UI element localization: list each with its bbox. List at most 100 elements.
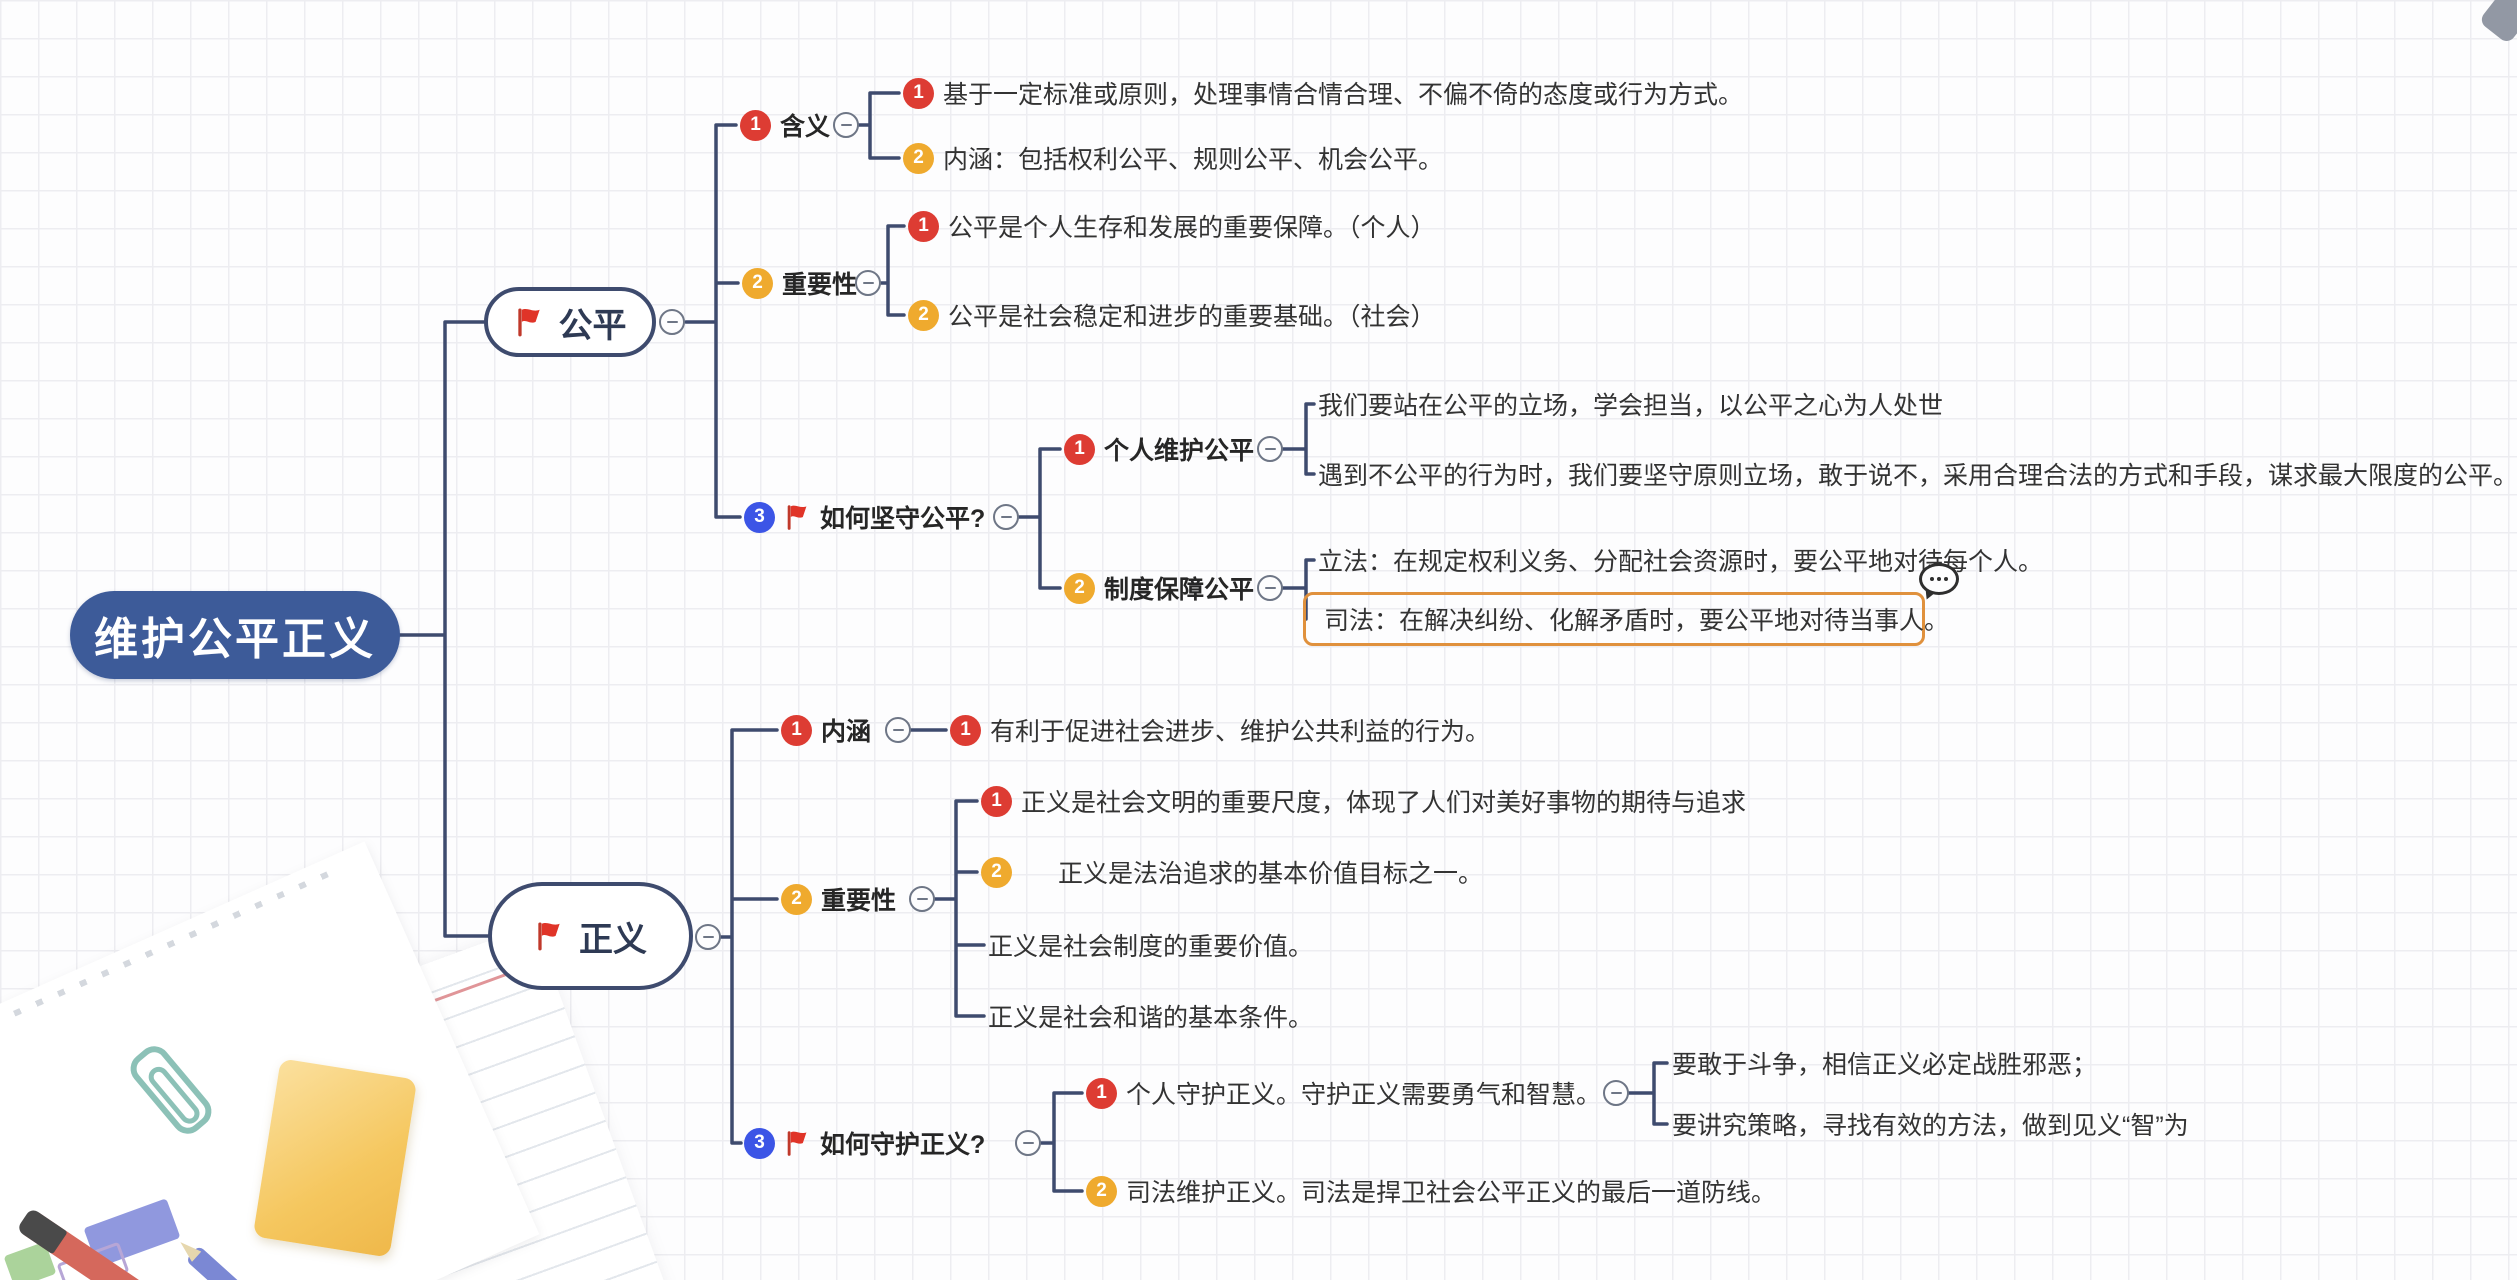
number-badge: 1 (1064, 433, 1095, 465)
node-fair-meaning[interactable]: 1 含义 (740, 107, 830, 143)
node-label: 如何守护正义? (820, 1131, 986, 1159)
selected-node-highlight (1303, 592, 1925, 646)
collapse-minus-icon[interactable] (833, 112, 859, 138)
number-badge: 2 (742, 267, 773, 299)
collapse-minus-icon[interactable] (659, 309, 685, 335)
node-personal-fairness-point2[interactable]: 遇到不公平的行为时，我们要坚守原则立场，敢于说不，采用合理合法的方式和手段，谋求… (1318, 456, 2517, 492)
node-text: 公平是社会稳定和进步的重要基础。（社会） (948, 303, 1436, 331)
node-text: 要讲究策略，寻找有效的方法，做到见义“智”为 (1672, 1112, 2189, 1140)
collapse-minus-icon[interactable] (855, 270, 881, 296)
number-badge: 1 (781, 714, 812, 746)
node-text: 公平是个人生存和发展的重要保障。（个人） (948, 214, 1436, 242)
number-badge: 1 (740, 109, 771, 141)
branch-label: 公平 (558, 306, 627, 345)
ellipsis-dots (1930, 577, 1948, 581)
collapse-minus-icon[interactable] (695, 924, 721, 950)
node-label: 重要性 (821, 887, 897, 915)
node-text: 正义是法治追求的基本价值目标之一。 (1058, 860, 1484, 888)
node-text: 内涵：包括权利公平、规则公平、机会公平。 (943, 146, 1444, 174)
branch-node-justice[interactable]: 正义 (488, 882, 693, 990)
number-badge: 2 (903, 142, 934, 174)
node-justice-importance-2[interactable]: 2 正义是法治追求的基本价值目标之一。 (981, 854, 1483, 890)
number-badge: 2 (981, 856, 1012, 888)
node-text: 正义是社会制度的重要价值。 (988, 933, 1314, 961)
collapse-minus-icon[interactable] (993, 504, 1019, 530)
node-justice-importance-1[interactable]: 1 正义是社会文明的重要尺度，体现了人们对美好事物的期待与追求 (981, 783, 1746, 819)
node-label: 重要性 (782, 271, 858, 299)
connector-fair-meaning (855, 91, 901, 160)
number-badge: 1 (981, 785, 1012, 817)
node-text: 有利于促进社会进步、维护公共利益的行为。 (990, 718, 1491, 746)
connector-fair-children (684, 123, 742, 519)
node-fair-importance[interactable]: 2 重要性 (742, 265, 857, 301)
number-badge: 1 (1086, 1077, 1117, 1109)
number-badge: 1 (950, 714, 981, 746)
node-text: 遇到不公平的行为时，我们要坚守原则立场，敢于说不，采用合理合法的方式和手段，谋求… (1318, 462, 2517, 490)
collapse-minus-icon[interactable] (1257, 575, 1283, 601)
node-judiciary-selected[interactable]: 司法：在解决纠纷、化解矛盾时，要公平地对待当事人。 (1324, 601, 1949, 637)
connector-justice-children (717, 728, 779, 1145)
node-justice-importance-4[interactable]: 正义是社会和谐的基本条件。 (988, 998, 1313, 1034)
number-badge: 1 (903, 77, 934, 109)
node-label: 内涵 (821, 718, 872, 746)
connector-justice-how (1037, 1091, 1084, 1193)
connector-justice-importance (931, 799, 986, 1018)
node-label: 如何坚守公平? (820, 505, 986, 533)
node-justice-how[interactable]: 3 如何守护正义? (744, 1125, 985, 1161)
node-fair-how[interactable]: 3 如何坚守公平? (744, 499, 985, 535)
red-flag-icon (517, 308, 540, 336)
number-badge: 2 (1064, 572, 1095, 604)
node-fair-meaning-connotation[interactable]: 2 内涵：包括权利公平、规则公平、机会公平。 (903, 140, 1443, 176)
node-text: 司法维护正义。司法是捍卫社会公平正义的最后一道防线。 (1126, 1179, 1777, 1207)
node-justice-meaning-definition[interactable]: 1 有利于促进社会进步、维护公共利益的行为。 (950, 712, 1490, 748)
node-text: 正义是社会文明的重要尺度，体现了人们对美好事物的期待与追求 (1021, 789, 1747, 817)
node-label: 制度保障公平 (1104, 576, 1255, 604)
node-personal-justice-point2[interactable]: 要讲究策略，寻找有效的方法，做到见义“智”为 (1672, 1106, 2189, 1142)
number-badge: 1 (908, 210, 939, 242)
node-judicial-justice[interactable]: 2 司法维护正义。司法是捍卫社会公平正义的最后一道防线。 (1086, 1173, 1776, 1209)
collapse-minus-icon[interactable] (1603, 1080, 1629, 1106)
collapse-minus-icon[interactable] (1257, 436, 1283, 462)
number-badge: 3 (744, 1127, 775, 1159)
node-fair-importance-social[interactable]: 2 公平是社会稳定和进步的重要基础。（社会） (908, 297, 1436, 333)
node-text: 正义是社会和谐的基本条件。 (988, 1004, 1314, 1032)
node-text: 司法：在解决纠纷、化解矛盾时，要公平地对待当事人。 (1324, 607, 1950, 635)
node-text: 个人守护正义。守护正义需要勇气和智慧。 (1126, 1081, 1602, 1109)
node-personal-fairness-point1[interactable]: 我们要站在公平的立场，学会担当，以公平之心为人处世 (1318, 386, 1943, 422)
branch-label: 正义 (579, 920, 647, 959)
number-badge: 2 (781, 883, 812, 915)
root-node[interactable]: 维护公平正义 (70, 591, 400, 679)
number-badge: 2 (908, 299, 939, 331)
node-personal-justice-point1[interactable]: 要敢于斗争，相信正义必定战胜邪恶； (1672, 1045, 2097, 1081)
ellipsis-bubble-icon[interactable] (1919, 563, 1959, 595)
node-justice-importance[interactable]: 2 重要性 (781, 881, 896, 917)
connector-personal-fairness (1279, 402, 1316, 476)
branch-node-fair[interactable]: 公平 (484, 287, 656, 357)
node-justice-importance-3[interactable]: 正义是社会制度的重要价值。 (988, 927, 1313, 963)
node-label: 含义 (780, 113, 831, 141)
number-badge: 3 (744, 501, 775, 533)
node-personal-justice[interactable]: 1 个人守护正义。守护正义需要勇气和智慧。 (1086, 1075, 1601, 1111)
node-text: 要敢于斗争，相信正义必定战胜邪恶； (1672, 1051, 2098, 1079)
node-fair-meaning-definition[interactable]: 1 基于一定标准或原则，处理事情合情合理、不偏不倚的态度或行为方式。 (903, 75, 1743, 111)
connector-root-trunk (398, 320, 490, 938)
node-fair-importance-personal[interactable]: 1 公平是个人生存和发展的重要保障。（个人） (908, 208, 1436, 244)
collapse-minus-icon[interactable] (885, 717, 911, 743)
red-flag-icon (787, 1130, 807, 1156)
node-personal-fairness[interactable]: 1 个人维护公平 (1064, 431, 1254, 467)
collapse-minus-icon[interactable] (909, 886, 935, 912)
red-flag-icon (538, 922, 560, 950)
node-justice-meaning[interactable]: 1 内涵 (781, 712, 871, 748)
node-label: 个人维护公平 (1104, 437, 1255, 465)
connector-personal-justice (1625, 1061, 1669, 1126)
connector-fair-how (1015, 447, 1062, 590)
node-system-fairness[interactable]: 2 制度保障公平 (1064, 570, 1254, 606)
node-text: 我们要站在公平的立场，学会担当，以公平之心为人处世 (1318, 392, 1944, 420)
number-badge: 2 (1086, 1175, 1117, 1207)
root-node-label: 维护公平正义 (94, 615, 376, 664)
collapse-minus-icon[interactable] (1015, 1130, 1041, 1156)
connector-fair-importance (877, 224, 906, 317)
node-text: 基于一定标准或原则，处理事情合情合理、不偏不倚的态度或行为方式。 (943, 81, 1744, 109)
